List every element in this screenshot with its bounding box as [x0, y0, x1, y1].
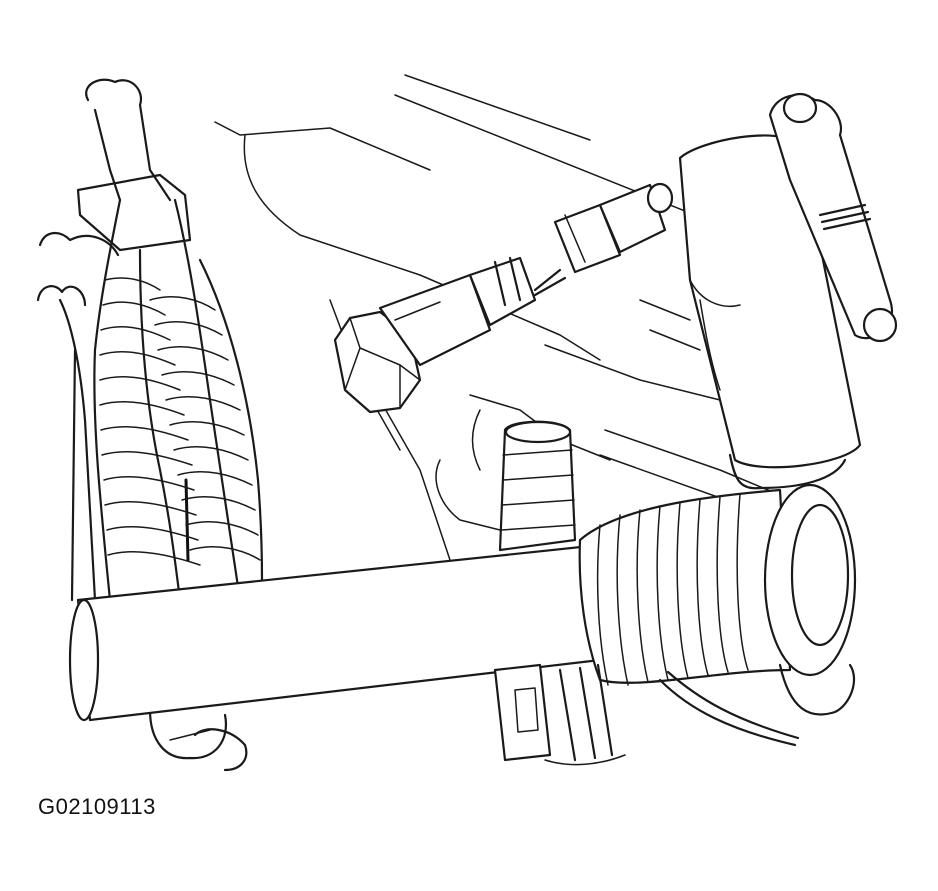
lower-hose-ends — [148, 708, 248, 772]
center-hose — [498, 420, 577, 552]
corrugated-hose-bundle — [36, 78, 264, 602]
figure-code-label: G02109113 — [38, 794, 156, 819]
cylindrical-housing — [678, 134, 862, 490]
sensor-wire — [658, 670, 800, 747]
corrugated-boot — [578, 483, 857, 716]
oxygen-sensor — [333, 182, 674, 414]
electrical-connector — [493, 663, 626, 766]
upper-right-hose — [768, 92, 898, 343]
